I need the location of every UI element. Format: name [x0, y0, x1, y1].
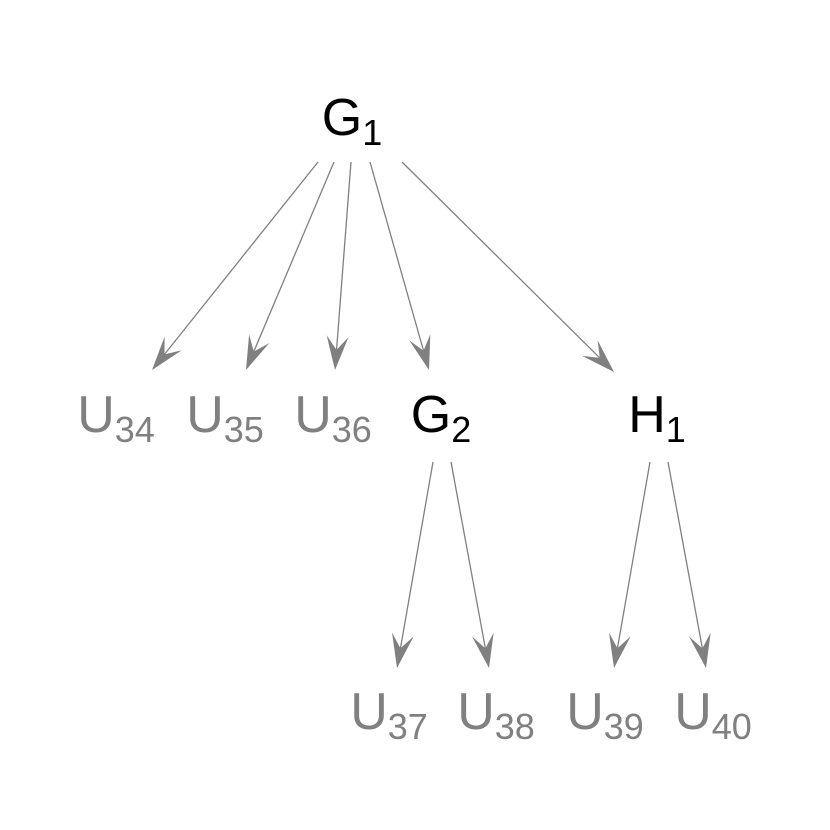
edge-line — [450, 461, 487, 649]
edges-layer — [152, 161, 711, 668]
arrowhead — [472, 632, 494, 668]
node-g1: G1 — [322, 89, 382, 153]
node-subscript: 40 — [712, 706, 752, 747]
node-u40: U40 — [674, 683, 752, 747]
edge-line — [253, 161, 335, 352]
edge-line — [616, 461, 651, 649]
edge-h1-u39 — [609, 461, 651, 668]
edge-g1-u36 — [326, 161, 352, 370]
arrowhead — [326, 335, 349, 370]
arrowhead — [152, 336, 182, 370]
node-base-letter: U — [77, 386, 115, 444]
edge-g1-g2 — [369, 161, 431, 370]
node-subscript: 37 — [388, 706, 428, 747]
node-subscript: 36 — [332, 409, 372, 450]
node-g2: G2 — [411, 386, 471, 450]
node-subscript: 1 — [362, 112, 382, 153]
edge-line — [399, 461, 434, 649]
edge-line — [369, 161, 425, 351]
edge-g1-h1 — [401, 161, 614, 372]
node-base-letter: U — [186, 386, 224, 444]
arrowhead — [582, 340, 614, 372]
node-u35: U35 — [186, 386, 264, 450]
node-u38: U38 — [457, 683, 535, 747]
node-base-letter: U — [350, 683, 388, 741]
edge-g2-u38 — [450, 461, 494, 668]
node-subscript: 2 — [451, 409, 471, 450]
node-h1: H1 — [628, 386, 686, 450]
node-u37: U37 — [350, 683, 428, 747]
arrowhead — [392, 632, 414, 668]
node-u39: U39 — [566, 683, 644, 747]
node-subscript: 34 — [115, 409, 155, 450]
arrowhead — [689, 632, 711, 668]
node-base-letter: G — [322, 89, 362, 147]
node-base-letter: U — [674, 683, 712, 741]
node-u34: U34 — [77, 386, 155, 450]
node-subscript: 38 — [495, 706, 535, 747]
arrowhead — [409, 334, 431, 370]
node-subscript: 39 — [604, 706, 644, 747]
arrowhead — [609, 632, 631, 668]
node-u36: U36 — [294, 386, 372, 450]
node-base-letter: U — [294, 386, 332, 444]
edge-line — [163, 161, 319, 355]
edge-g1-u35 — [246, 161, 335, 370]
node-subscript: 1 — [666, 409, 686, 450]
node-base-letter: U — [457, 683, 495, 741]
edge-line — [401, 161, 601, 359]
node-base-letter: G — [411, 386, 451, 444]
edge-line — [667, 461, 704, 649]
edge-h1-u40 — [667, 461, 711, 668]
edge-line — [335, 161, 352, 351]
edge-g1-u34 — [152, 161, 319, 370]
edge-g2-u37 — [392, 461, 434, 668]
arrowhead — [246, 334, 270, 370]
node-base-letter: U — [566, 683, 604, 741]
node-base-letter: H — [628, 386, 666, 444]
node-subscript: 35 — [224, 409, 264, 450]
